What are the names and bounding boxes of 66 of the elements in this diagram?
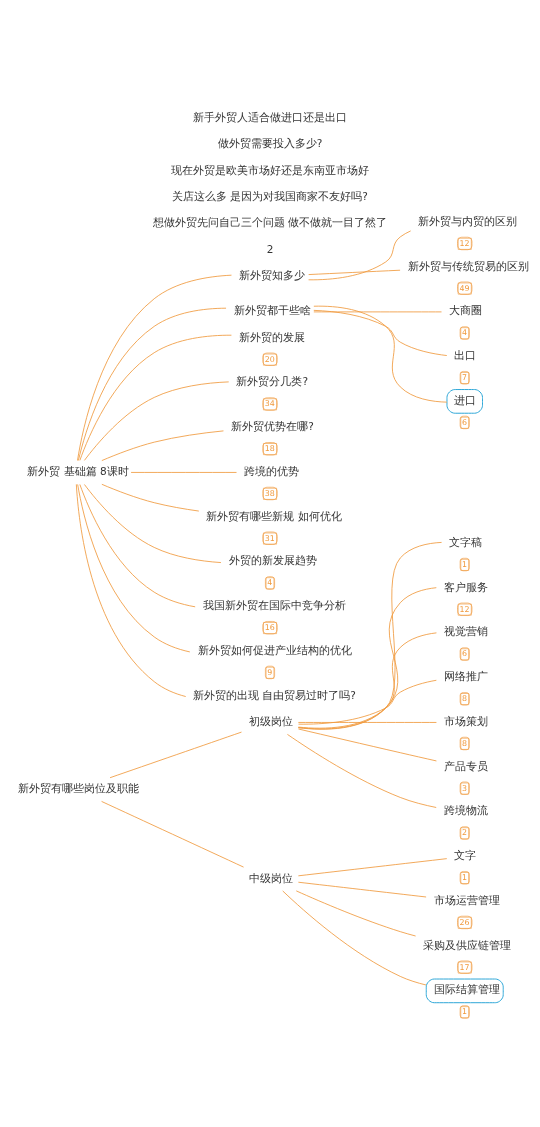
node-text: 新外贸 基础篇 8课时 [27,464,129,477]
label: 2 [266,242,274,255]
connector [84,380,230,461]
connector [308,269,401,275]
node-text: 新外贸分几类? [236,374,309,387]
node-text: 新外贸有哪些新规 如何优化 [206,509,342,522]
node-text: 新外贸有哪些岗位及职能 [18,781,140,794]
connector [77,483,191,652]
node-text: 新外贸如何促进产业结构的优化 [197,643,352,656]
connector [77,274,232,461]
connector [297,881,427,897]
connector [101,800,244,867]
node-box: 进口 [446,388,483,414]
node-text: 初级岗位 [248,714,293,727]
connector [101,483,200,511]
node-text: 文字稿 [448,535,482,548]
node-text: 新外贸知多少 [239,268,306,281]
connector [297,586,437,729]
connector [298,631,437,729]
label: 做外贸需要投入多少? [217,136,323,149]
node-text: 新外贸的出现 自由贸易过时了吗? [193,688,356,701]
connector [101,429,224,461]
node-text: 我国新外贸在国际中竞争分析 [202,598,346,611]
label: 关店这么多 是因为对我国商家不友好吗? [172,189,368,202]
node-text: 市场运营管理 [433,893,500,906]
connector [298,728,437,761]
connector [295,889,417,936]
node-text: 跨境物流 [443,803,488,816]
node-text: 新外贸与传统贸易的区别 [407,259,529,272]
node-text: 新外贸的发展 [239,330,306,343]
node-text: 外贸的新发展趋势 [228,553,317,566]
connector [298,679,437,725]
connector [287,733,437,808]
connector [313,310,442,312]
node-text: 视觉营销 [443,624,488,637]
node-text: 跨境的优势 [244,464,300,477]
label: 新手外贸人适合做进口还是出口 [193,110,347,123]
connector [75,483,187,697]
connector [313,305,448,403]
connector [282,890,427,985]
connector [77,307,227,461]
node-text: 市场策划 [443,714,488,727]
node-text: 客户服务 [443,580,488,593]
node-text: 采购及供应链管理 [423,938,512,951]
connector [84,483,222,563]
connector [297,721,437,723]
connector [297,541,442,730]
node-text: 网络推广 [443,669,488,682]
node-text: 中级岗位 [248,871,293,884]
connector [308,229,412,280]
node-text: 新外贸都干些啥 [233,303,311,316]
label: 想做外贸先问自己三个问题 做不做就一目了然了 [152,215,388,228]
connector [313,309,448,356]
node-text: 出口 [454,348,477,361]
node-box: 国际结算管理 [425,978,504,1003]
node-text: 文字 [454,848,477,861]
connector [79,334,232,461]
node-text: 新外贸优势在哪? [231,419,314,432]
connector [79,483,196,607]
connector [297,857,448,876]
connector [109,731,242,778]
node-text: 新外贸与内贸的区别 [418,214,518,227]
node-text: 产品专员 [443,759,488,772]
connector [130,471,237,473]
label: 现在外贸是欧美市场好还是东南亚市场好 [171,163,369,176]
node-text: 大商圈 [448,303,482,316]
